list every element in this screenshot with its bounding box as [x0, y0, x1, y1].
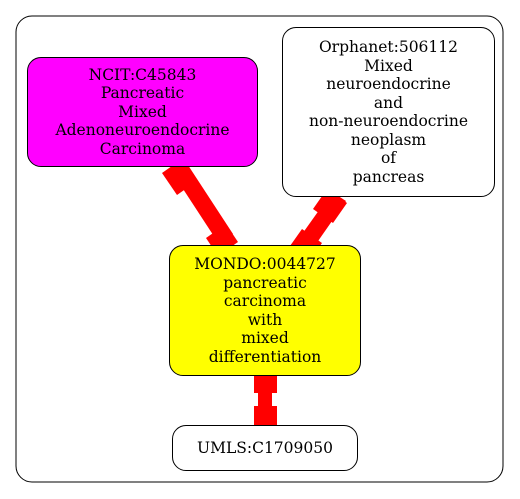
node-label-line: Carcinoma: [99, 139, 186, 158]
node-label-line: neoplasm: [350, 130, 427, 149]
node-label-line: Mixed: [364, 56, 413, 75]
node-label-line: Mixed: [118, 102, 167, 121]
node-label-line: mixed: [241, 329, 289, 347]
node-label-line: carcinoma: [223, 292, 307, 310]
node-label-line: MONDO:0044727: [194, 255, 336, 273]
node-umls-c1709050[interactable]: UMLS:C1709050: [172, 425, 358, 471]
node-label-line: UMLS:C1709050: [197, 438, 333, 457]
edge-ncit-mondo-tail-block: [162, 159, 197, 195]
node-label-line: of: [380, 149, 397, 167]
node-label-line: Orphanet:506112: [318, 38, 459, 56]
node-label-line: pancreas: [352, 167, 425, 186]
edge-orphanet-mondo-tail-block: [313, 189, 347, 223]
node-label-line: and: [373, 93, 404, 112]
node-label-line: Pancreatic: [100, 84, 185, 103]
edge-mondo-umls-head-block: [254, 406, 277, 428]
node-label-line: differentiation: [208, 347, 322, 366]
node-label-line: with: [247, 310, 283, 329]
node-label-line: Adenoneuroendocrine: [55, 121, 230, 140]
node-label-line: NCIT:C45843: [88, 65, 197, 84]
node-label-line: neuroendocrine: [326, 75, 451, 93]
node-label-line: pancreatic: [223, 273, 307, 292]
node-label-line: non-neuroendocrine: [308, 112, 469, 130]
